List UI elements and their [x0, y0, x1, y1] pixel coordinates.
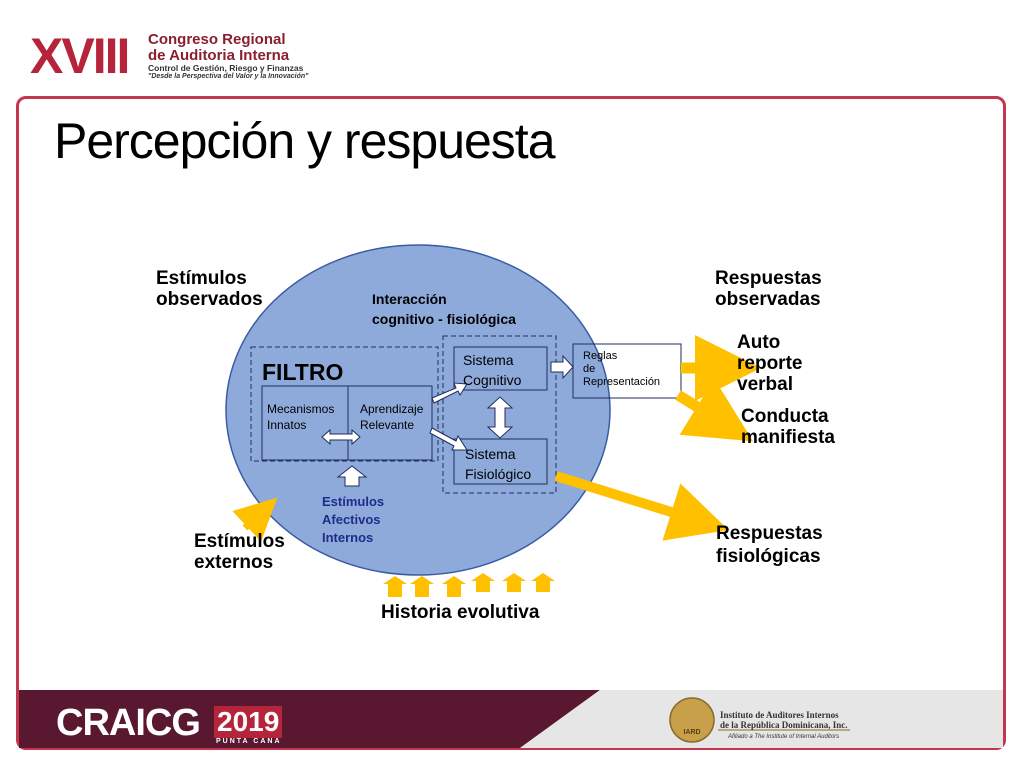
filtro-label: FILTRO [262, 359, 344, 385]
cognitive-physiological-arrow [486, 396, 514, 439]
mecanismos-aprendizaje-arrow [321, 428, 361, 446]
craicg-logo: CRAICG [56, 702, 201, 744]
respuestas-fisiologicas-arrow [554, 471, 729, 541]
cognitive-dashed-box [442, 335, 557, 494]
institute-affiliation: Afiliado a The Institute of Internal Aud… [728, 734, 840, 740]
congress-title-line1: Congreso Regional [148, 31, 286, 48]
conducta-arrow [675, 378, 754, 442]
aprendizaje-box [347, 385, 433, 461]
slide-frame [16, 96, 1006, 750]
craicg-city: PUNTA CANA [216, 738, 282, 745]
emblem-text: IARD [683, 729, 700, 736]
filter-dashed-box [250, 346, 439, 462]
cognitive-to-reglas-arrow [550, 354, 574, 380]
fisiologico-box [453, 438, 548, 485]
footer-band-light [520, 690, 1003, 748]
congress-title-line2: de Auditoria Interna [148, 47, 290, 64]
institute-name-line1: Instituto de Auditores Internos [720, 710, 839, 720]
congress-logo: XVIII [30, 28, 130, 84]
affective-up-arrow [336, 465, 368, 487]
footer-band-dark [19, 690, 600, 748]
historia-arrows [383, 573, 555, 597]
institute-emblem [669, 697, 715, 743]
estimulos-externos-arrow [232, 497, 278, 542]
historia-evolutiva-label: Historia evolutiva [381, 602, 540, 623]
craicg-year: 2019 [214, 706, 283, 738]
filter-to-cognitive-arrow [431, 382, 468, 404]
slide-title: Percepción y respuesta [54, 113, 556, 169]
filter-to-physiological-arrow [429, 427, 468, 451]
congress-motto: "Desde la Perspectiva del Valor y la Inn… [148, 73, 309, 80]
congress-subtitle: Control de Gestión, Riesgo y Finanzas [148, 63, 304, 73]
cognitivo-box [453, 346, 548, 391]
institute-name-line2: de la República Dominicana, Inc. [720, 720, 848, 730]
